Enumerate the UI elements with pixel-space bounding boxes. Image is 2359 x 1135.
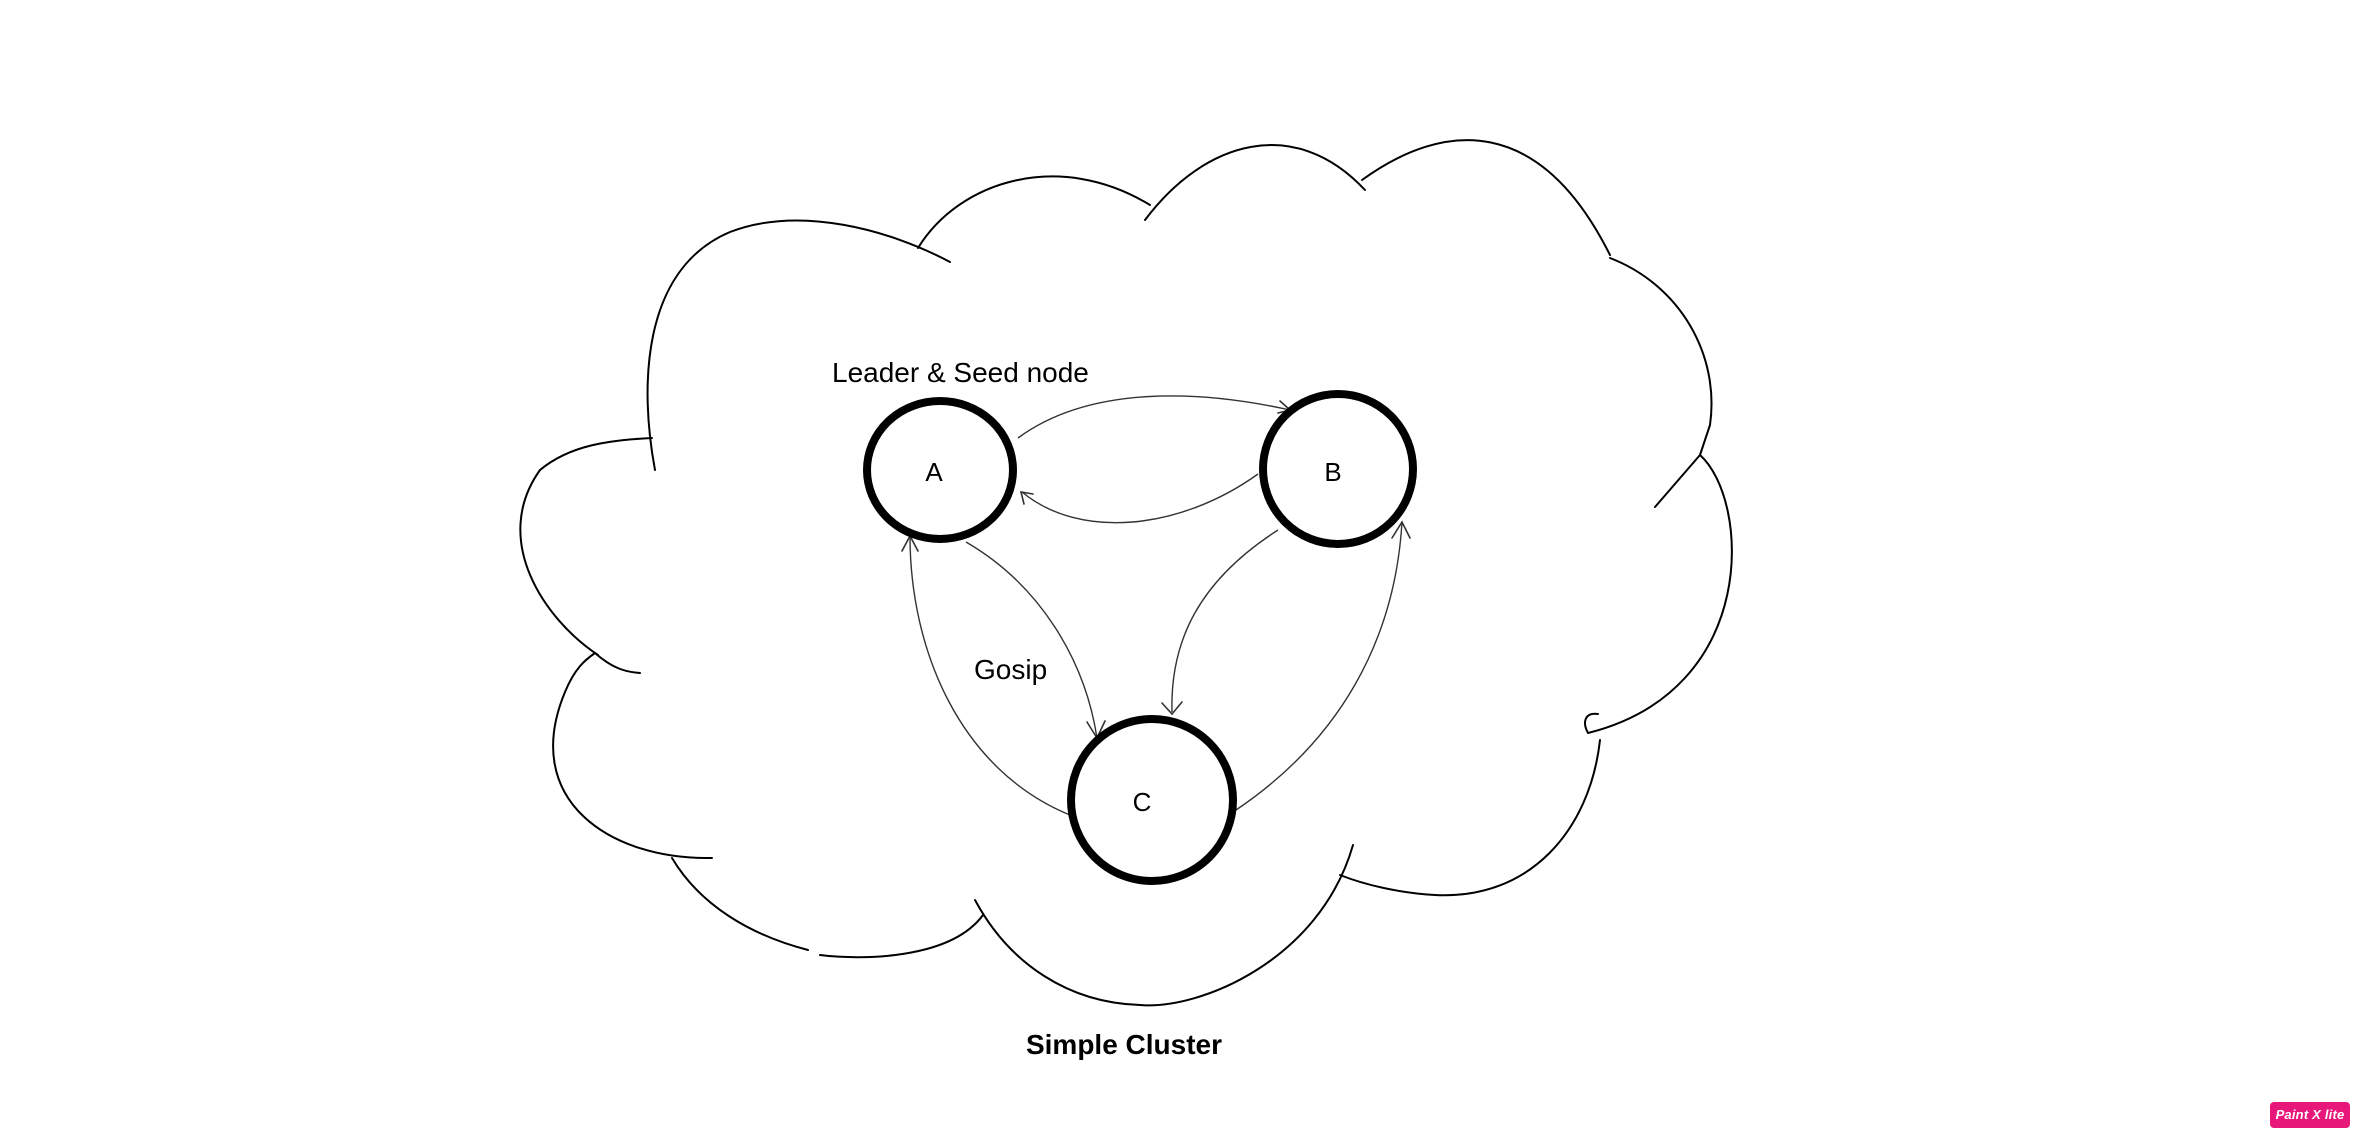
watermark-badge: Paint X lite bbox=[2270, 1102, 2350, 1128]
edge-b-to-a bbox=[1021, 473, 1259, 524]
edge-b-to-a-arrowhead bbox=[1019, 491, 1034, 505]
edge-b-to-c bbox=[1171, 529, 1279, 713]
edge-c-to-a bbox=[909, 535, 1071, 816]
node-c: C bbox=[1067, 715, 1237, 885]
edge-a-to-b bbox=[1017, 395, 1291, 439]
node-a: A bbox=[863, 397, 1017, 543]
edge-c-to-b-arrowhead bbox=[1391, 520, 1411, 539]
cloud-outline bbox=[519, 139, 1733, 1007]
gossip-label: Gosip bbox=[974, 654, 1047, 685]
node-a-label: A bbox=[925, 457, 943, 487]
leader-seed-label: Leader & Seed node bbox=[832, 357, 1089, 388]
edge-a-to-c bbox=[965, 541, 1098, 739]
node-c-circle bbox=[1067, 715, 1237, 885]
node-b-label: B bbox=[1324, 457, 1341, 487]
diagram-title: Simple Cluster bbox=[1026, 1029, 1222, 1060]
node-b: B bbox=[1259, 390, 1417, 548]
edge-c-to-b bbox=[1235, 521, 1403, 811]
node-a-circle bbox=[863, 397, 1017, 543]
edge-b-to-c-arrowhead bbox=[1161, 701, 1183, 716]
node-c-label: C bbox=[1133, 787, 1152, 817]
node-b-circle bbox=[1259, 390, 1417, 548]
